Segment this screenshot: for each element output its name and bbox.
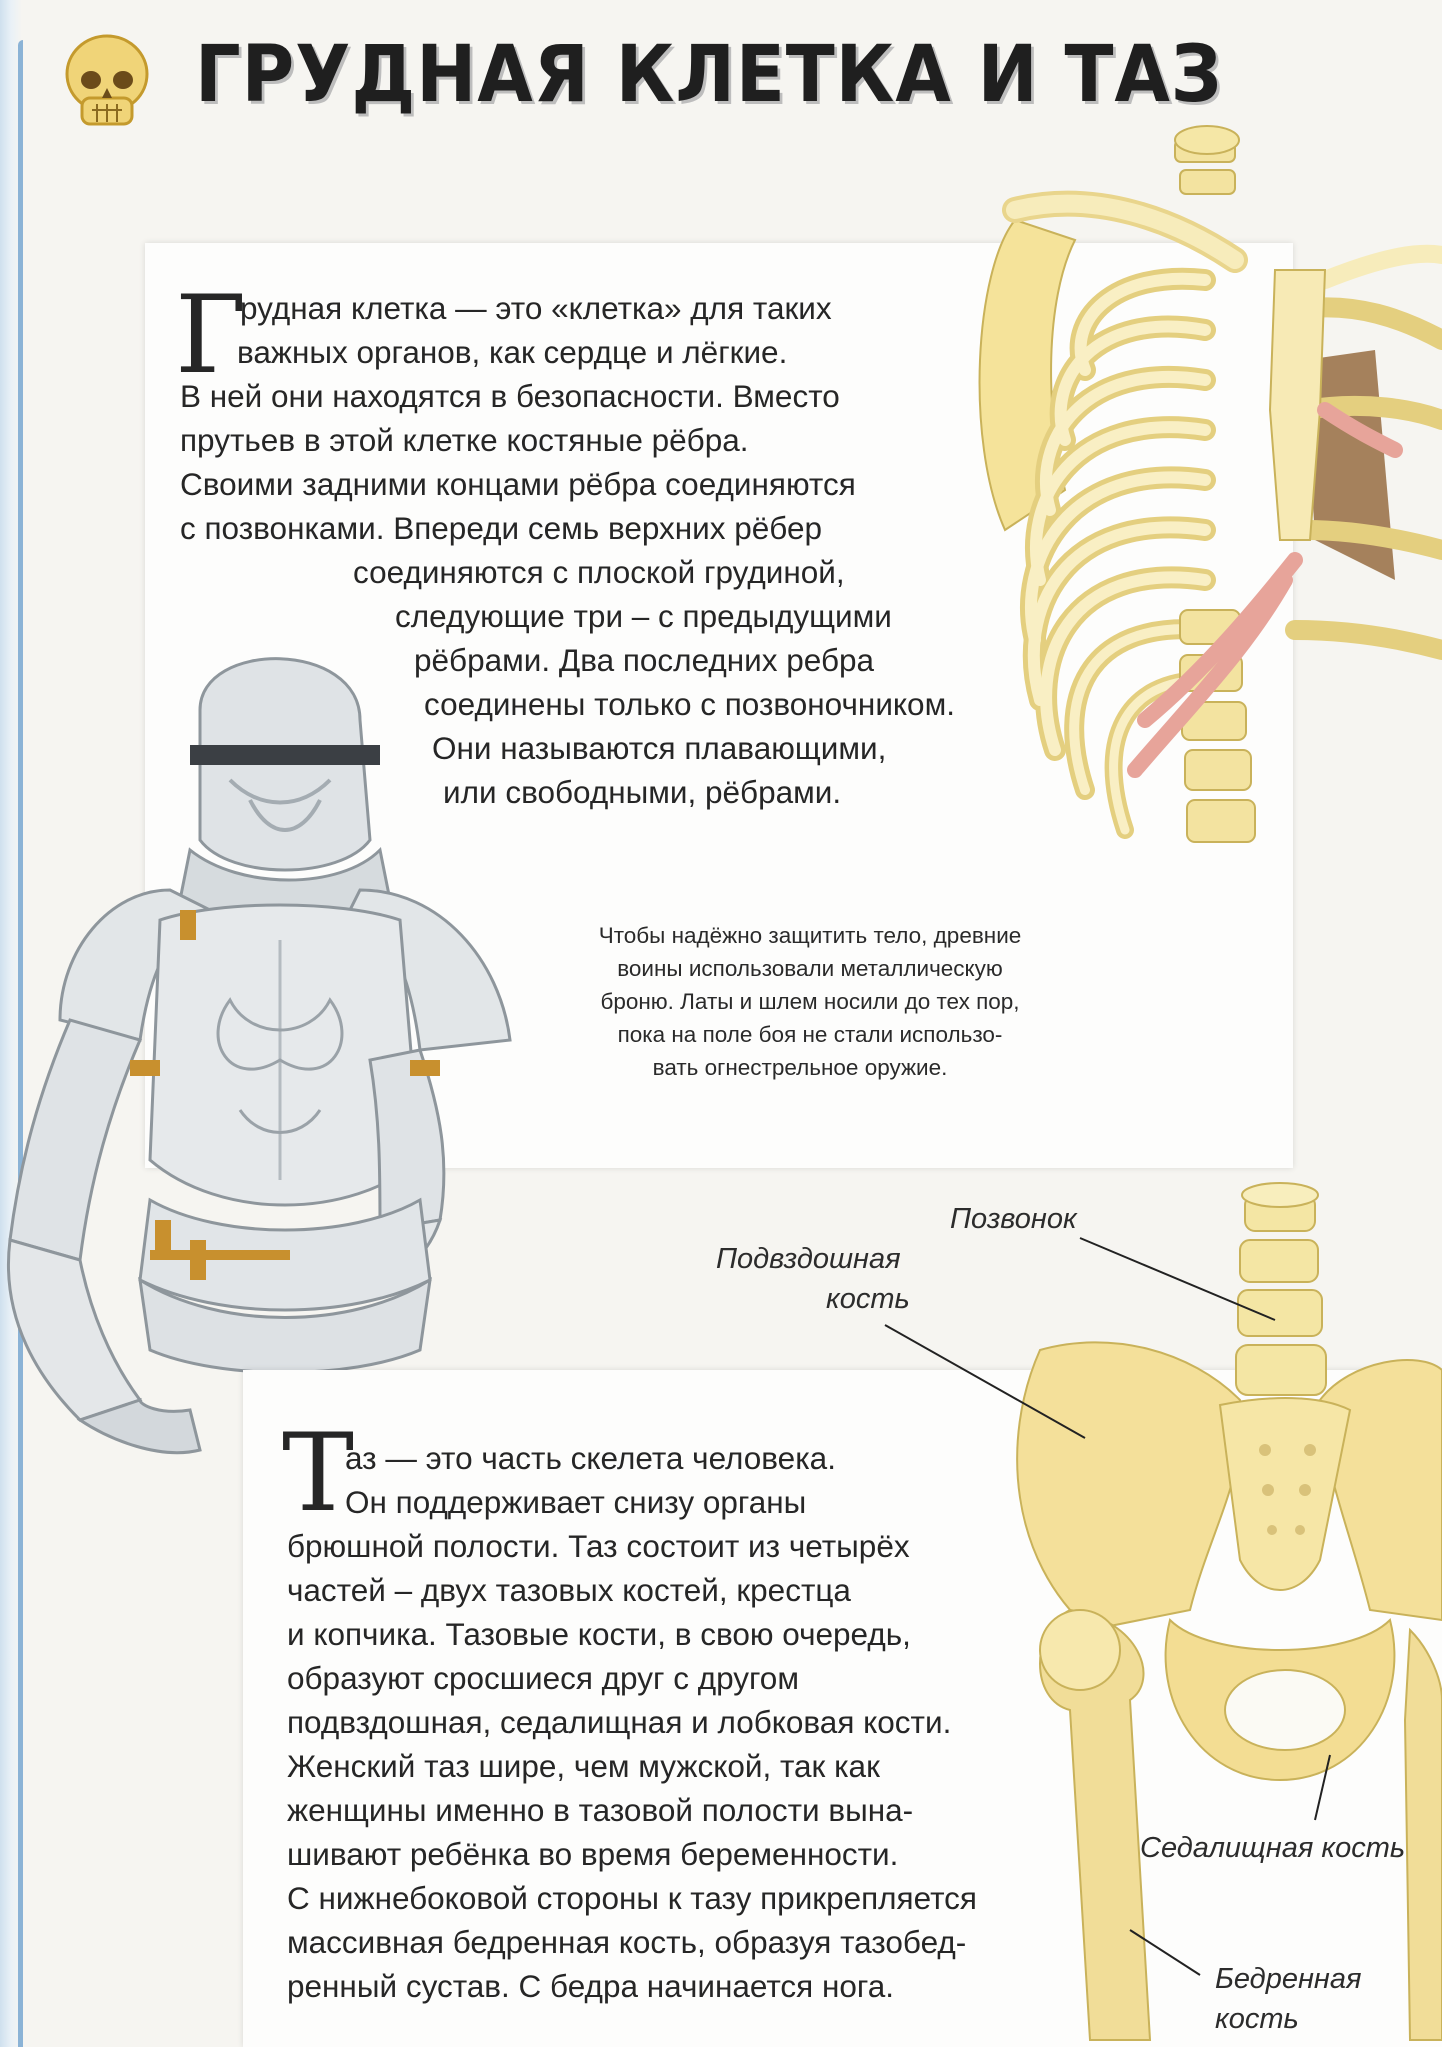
knight-armor-illustration [7, 657, 512, 1455]
pelvis-line: и копчика. Тазовые кости, в свою очередь… [287, 1616, 911, 1652]
pelvis-line: частей – двух тазовых костей, крестца [287, 1572, 851, 1608]
skull-icon [65, 34, 149, 126]
label-femur-line1: Бедренная [1215, 1963, 1362, 1995]
chest-line: или свободными, рёбрами. [443, 774, 842, 810]
pelvis-drop-cap: Т [282, 1411, 355, 1536]
pelvis-line: ренный сустав. С бедра начинается нога. [287, 1968, 894, 2004]
pelvis-line: брюшной полости. Таз состоит из четырёх [287, 1528, 910, 1564]
chest-line: соединены только с позвоночником. [424, 686, 955, 722]
page-edge [0, 0, 22, 2047]
pelvis-line: Женский таз шире, чем мужской, так как [287, 1748, 880, 1784]
chest-line: Они называются плавающими, [432, 730, 887, 766]
rib-cage-illustration [978, 125, 1442, 843]
chest-line: рёбрами. Два последних ребра [414, 642, 875, 678]
armor-caption-line: пока на поле боя не стали использо- [617, 1022, 1003, 1047]
chest-drop-cap: Г [175, 273, 247, 398]
label-ischium: Седалищная кость [1140, 1832, 1406, 1864]
chest-line: следующие три – с предыдущими [395, 598, 892, 634]
chest-line: с позвонками. Впереди семь верхних рёбер [180, 510, 823, 546]
armor-caption-line: Чтобы надёжно защитить тело, древние [598, 923, 1022, 948]
pelvis-line: аз — это часть скелета человека. [345, 1440, 836, 1476]
pelvis-line: женщины именно в тазовой полости вына- [287, 1792, 914, 1828]
chest-line: прутьев в этой клетке костяные рёбра. [180, 422, 749, 458]
pelvis-line: образуют сросшиеся друг с другом [287, 1660, 799, 1696]
pelvis-line: подвздошная, седалищная и лобковая кости… [287, 1704, 952, 1740]
armor-caption-line: броню. Латы и шлем носили до тех пор, [600, 989, 1020, 1014]
chest-line: важных органов, как сердце и лёгкие. [237, 334, 788, 370]
chest-line: рудная клетка — это «клетка» для таких [240, 290, 832, 326]
page-edge-line [18, 40, 23, 2047]
label-femur-line2: кость [1215, 2003, 1299, 2035]
armor-caption-line: воины использовали металлическую [617, 956, 1003, 981]
label-vertebra: Позвонок [950, 1203, 1077, 1235]
chest-line: Своими задними концами рёбра соединяются [180, 466, 856, 502]
pelvis-line: массивная бедренная кость, образуя тазоб… [287, 1924, 967, 1960]
pelvis-line: шивают ребёнка во время беременности. [287, 1836, 899, 1872]
label-ilium-line1: Подвздошная [716, 1243, 901, 1275]
chest-line: В ней они находятся в безопасности. Вмес… [180, 378, 840, 414]
chest-line: соединяются с плоской грудиной, [353, 554, 845, 590]
label-ilium-line2: кость [826, 1283, 910, 1315]
page-title: ГРУДНАЯ КЛЕТКА И ТАЗ [195, 30, 1223, 120]
pelvis-illustration [1016, 1182, 1442, 2041]
armor-caption-line: вать огнестрельное оружие. [652, 1055, 948, 1080]
pelvis-line: Он поддерживает снизу органы [345, 1484, 807, 1520]
pelvis-line: С нижнебоковой стороны к тазу прикрепляе… [287, 1880, 977, 1916]
